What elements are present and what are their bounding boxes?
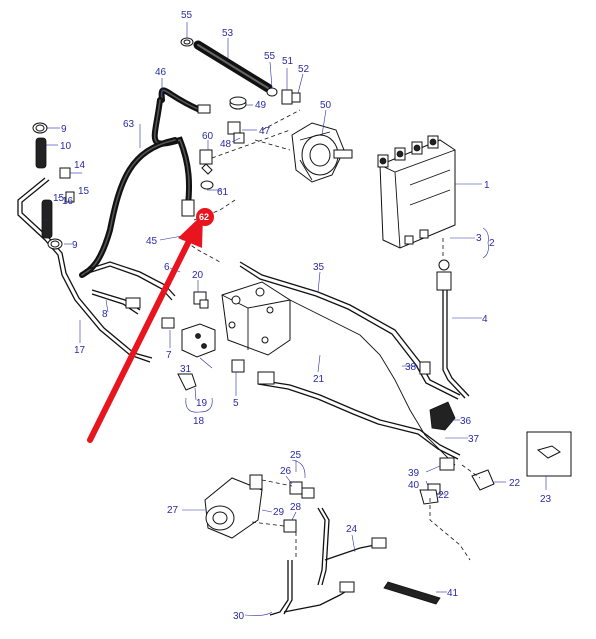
label-5: 5 <box>233 398 239 409</box>
label-2: 2 <box>489 238 495 249</box>
nut-61 <box>200 180 214 190</box>
highlight-arrow <box>87 214 203 443</box>
hose-53 <box>193 40 273 93</box>
plug-49 <box>229 96 247 110</box>
label-1: 1 <box>484 180 490 191</box>
label-22: 22 <box>438 490 450 501</box>
block-31 <box>181 323 216 358</box>
label-35: 35 <box>313 262 325 273</box>
part-box-23 <box>526 431 572 477</box>
label-55: 55 <box>181 10 193 21</box>
pipe-21 <box>257 379 461 460</box>
label-15: 15 <box>78 186 90 197</box>
fitting-28 <box>283 519 297 533</box>
label-23: 23 <box>540 494 552 505</box>
plate-41 <box>383 581 441 605</box>
tube-17 <box>17 177 153 363</box>
tube-24 <box>317 507 387 586</box>
pipe-35 <box>239 261 461 400</box>
label-62: 62 <box>199 212 209 222</box>
label-9: 9 <box>72 240 78 251</box>
label-7: 7 <box>166 350 172 361</box>
label-39: 39 <box>408 468 420 479</box>
label-63: 63 <box>123 119 135 130</box>
label-27: 27 <box>167 505 179 516</box>
label-9: 9 <box>61 124 67 135</box>
label-28: 28 <box>290 502 302 513</box>
fitting-25-26 <box>289 481 315 499</box>
fitting-5 <box>231 359 245 373</box>
valve-27 <box>204 474 263 539</box>
tube-30 <box>269 560 355 616</box>
label-6: 6 <box>164 262 170 273</box>
label-41: 41 <box>447 588 459 599</box>
pipe-37 <box>289 299 456 466</box>
label-52: 52 <box>298 64 310 75</box>
label-45: 45 <box>146 236 158 247</box>
label-17: 17 <box>74 345 86 356</box>
fitting-7 <box>161 317 175 329</box>
elbow-22-right <box>471 469 495 491</box>
distributor-block <box>221 281 291 356</box>
highlight-badge-62 <box>196 208 214 226</box>
label-19: 19 <box>196 398 208 409</box>
elbow-20 <box>193 291 209 309</box>
hose-46 <box>151 87 211 208</box>
label-25: 25 <box>290 450 302 461</box>
clamp-9-bottom <box>47 238 63 250</box>
label-16: 16 <box>62 196 74 207</box>
label-37: 37 <box>468 434 480 445</box>
hose-10 <box>35 137 47 169</box>
label-51: 51 <box>282 56 294 67</box>
label-22: 22 <box>509 478 521 489</box>
label-15: 15 <box>53 193 65 204</box>
leader-lines <box>45 22 547 616</box>
label-29: 29 <box>273 507 285 518</box>
label-30: 30 <box>233 611 245 622</box>
label-46: 46 <box>155 67 167 78</box>
label-48: 48 <box>220 139 232 150</box>
label-60: 60 <box>202 131 214 142</box>
elbow-22-left <box>419 489 439 505</box>
clamp-9-top <box>32 122 48 134</box>
label-18: 18 <box>193 416 205 427</box>
label-26: 26 <box>280 466 292 477</box>
label-55: 55 <box>264 51 276 62</box>
pipe-8 <box>91 289 141 315</box>
label-47: 47 <box>259 126 271 137</box>
label-31: 31 <box>180 364 192 375</box>
label-20: 20 <box>192 270 204 281</box>
label-8: 8 <box>102 309 108 320</box>
fittings-47-48 <box>227 121 245 144</box>
hydraulic-motor-50 <box>291 122 353 183</box>
label-61: 61 <box>217 187 229 198</box>
bracket-36 <box>429 401 456 431</box>
label-49: 49 <box>255 100 267 111</box>
elbow-19 <box>177 373 197 391</box>
label-4: 4 <box>482 314 488 325</box>
label-50: 50 <box>320 100 332 111</box>
label-38: 38 <box>405 362 417 373</box>
label-36: 36 <box>460 416 472 427</box>
label-10: 10 <box>60 141 72 152</box>
label-53: 53 <box>222 28 234 39</box>
label-21: 21 <box>313 374 325 385</box>
pipe-4 <box>436 259 470 399</box>
label-24: 24 <box>346 524 358 535</box>
hose-16 <box>41 199 53 239</box>
fitting-38 <box>419 361 431 375</box>
label-3: 3 <box>476 233 482 244</box>
fitting-pipe-21-end <box>257 371 275 385</box>
fitting-62 <box>181 199 195 217</box>
label-40: 40 <box>408 480 420 491</box>
control-valve-1 <box>377 135 456 249</box>
label-14: 14 <box>74 160 86 171</box>
fitting-60 <box>199 149 213 175</box>
